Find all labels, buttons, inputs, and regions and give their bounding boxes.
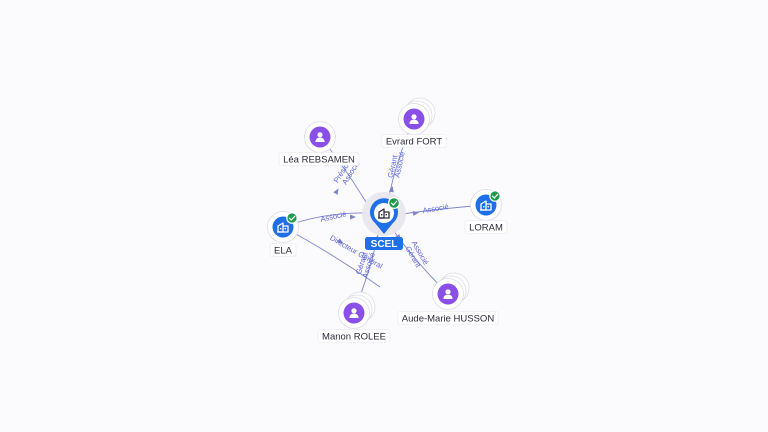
node-label-pill: [269, 243, 297, 257]
verified-badge-icon: [489, 190, 501, 202]
node-ela[interactable]: ELA: [267, 211, 299, 257]
person-icon: [409, 114, 419, 124]
center-label: SCEL: [371, 239, 398, 250]
center-node[interactable]: SCEL: [362, 192, 406, 250]
nodes-layer: Léa REBSAMEN Evrard FORT ELA LORAM Manon ROL…: [267, 97, 508, 343]
edge-arrow-icon: [388, 186, 394, 193]
node-aude[interactable]: Aude-Marie HUSSON: [397, 272, 499, 325]
node-label: Aude-Marie HUSSON: [402, 313, 495, 324]
edge-label: Associé: [392, 151, 406, 179]
edge-arrow-icon: [337, 238, 344, 244]
node-label: Evrard FORT: [386, 136, 443, 147]
node-label-pill: [464, 220, 508, 234]
node-label: ELA: [274, 245, 293, 256]
node-label: Manon ROLEE: [322, 331, 386, 342]
edge-label: Associé: [422, 202, 449, 215]
edge-arrow-icon: [412, 210, 419, 216]
verified-badge-icon: [286, 212, 298, 224]
node-manon[interactable]: Manon ROLEE: [317, 291, 391, 343]
center-label-pill: [365, 237, 403, 250]
node-label-pill: [397, 311, 499, 325]
edge-arrow-icon: [333, 188, 339, 195]
building-icon: [378, 208, 390, 219]
person-icon: [443, 289, 453, 299]
node-label: Léa REBSAMEN: [283, 154, 355, 165]
building-icon: [277, 222, 289, 233]
building-icon: [480, 200, 492, 211]
node-label-pill: [278, 152, 360, 166]
person-icon: [315, 132, 325, 142]
node-label-pill: [381, 134, 447, 148]
verified-badge-icon: [388, 197, 400, 209]
node-label: LORAM: [469, 222, 503, 233]
node-evrard[interactable]: Evrard FORT: [381, 97, 447, 148]
edge-arrow-icon: [350, 214, 356, 220]
person-icon: [349, 308, 359, 318]
node-loram[interactable]: LORAM: [464, 189, 508, 234]
node-label-pill: [317, 329, 391, 343]
node-lea[interactable]: Léa REBSAMEN: [278, 121, 360, 166]
edge-label: Associé: [320, 209, 348, 223]
